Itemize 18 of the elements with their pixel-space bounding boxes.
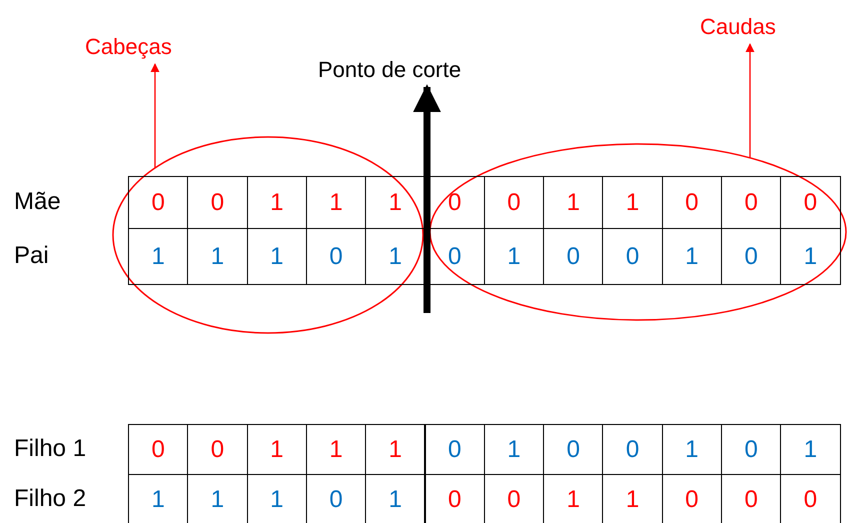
table-cell: 0 [424,424,485,475]
leader-line [150,63,160,168]
callout-label: Cabeças [85,34,172,59]
row-label: Mãe [14,188,61,216]
row-label: Filho 1 [14,435,86,463]
row-label: Pai [14,242,49,270]
table-cell: 0 [128,424,188,475]
callout-label: Caudas [700,14,776,39]
annotation-label: Ponto de corte [318,57,462,82]
table-cell: 1 [128,228,188,285]
table-cell: 1 [365,424,426,475]
row-label: Filho 2 [14,485,86,513]
leader-line [746,43,754,158]
table-cell: 0 [780,176,841,229]
table-cell: 1 [780,424,841,475]
table-cell: 0 [128,176,188,229]
table-cell: 1 [780,228,841,285]
cut-point-arrow [413,84,441,313]
